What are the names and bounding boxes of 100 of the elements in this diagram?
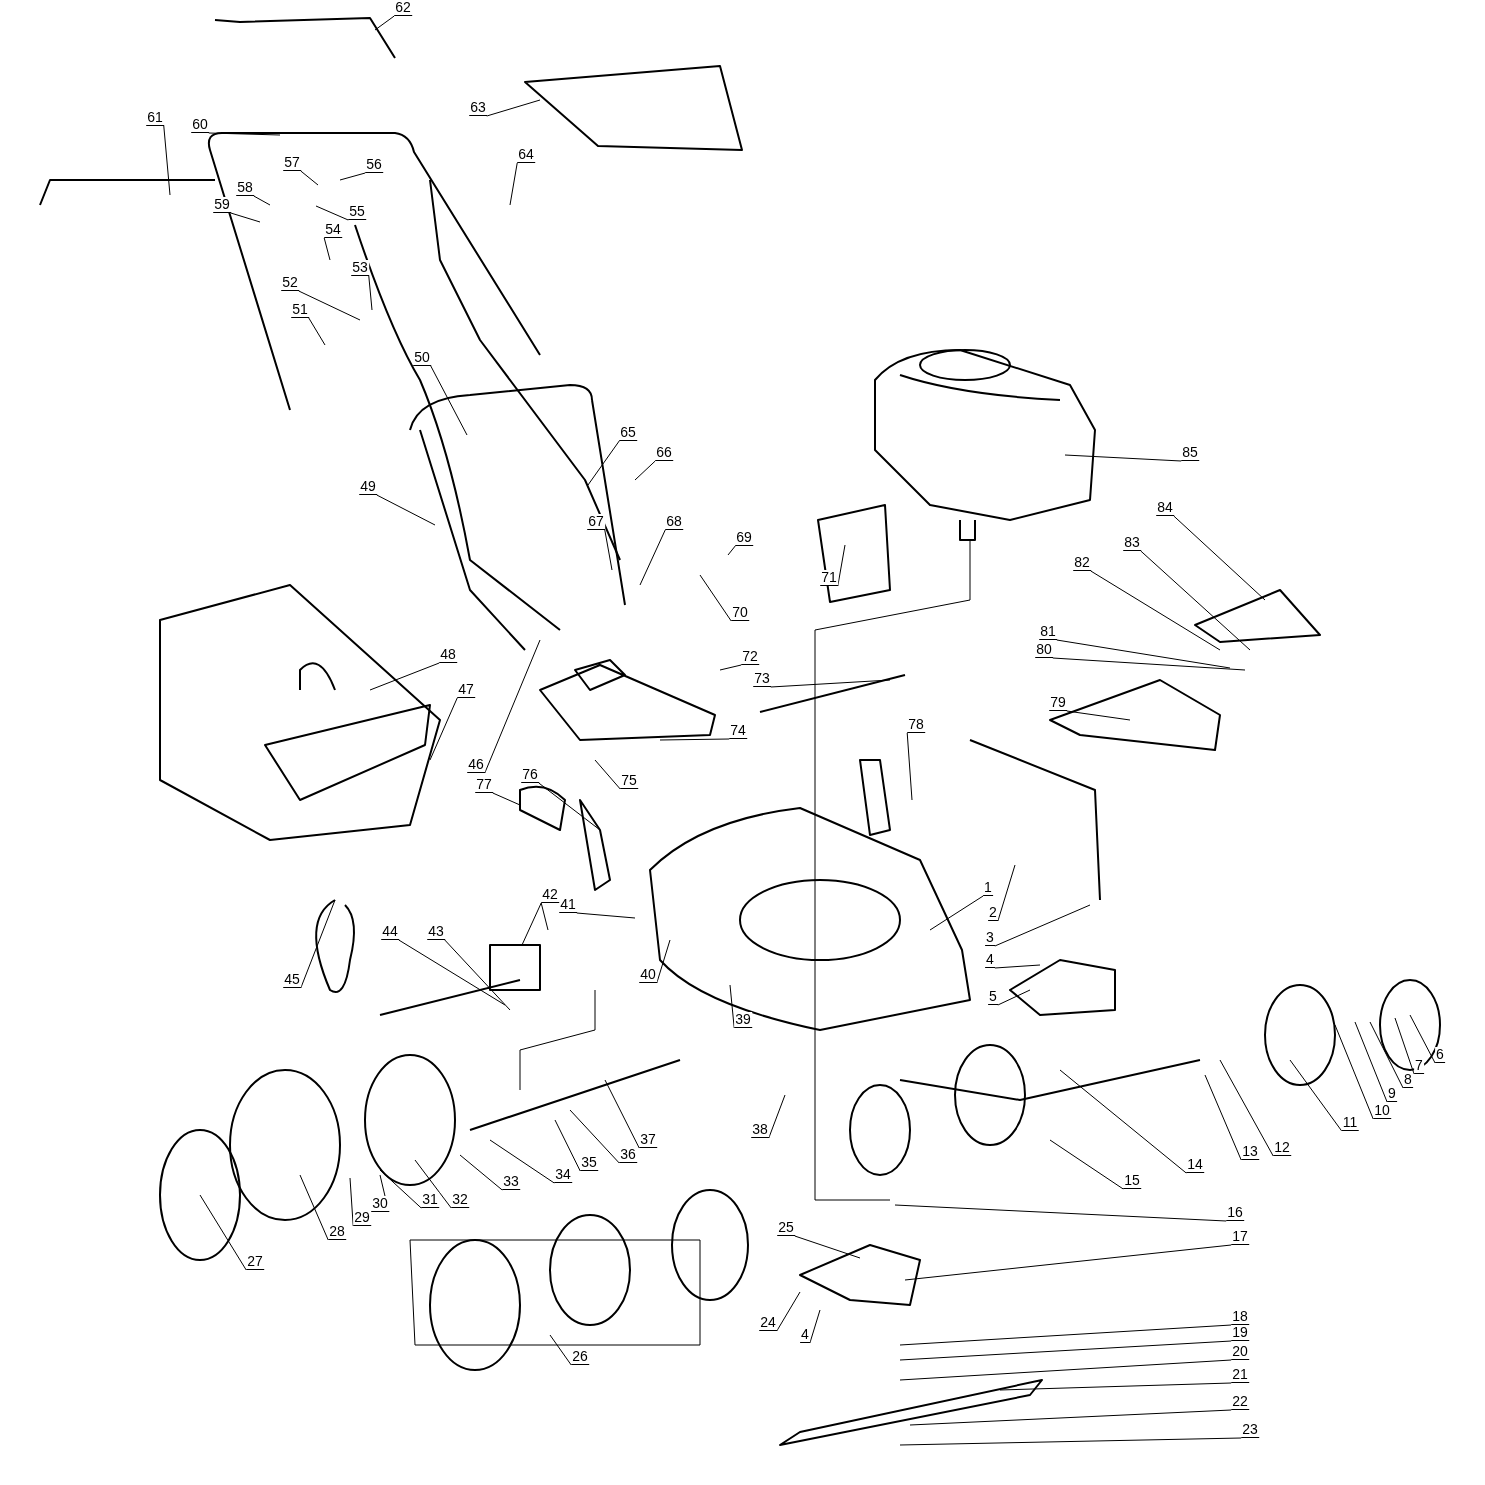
leader-line — [899, 1324, 1232, 1346]
callout-number: 60 — [191, 117, 209, 133]
callout-number: 49 — [359, 479, 377, 495]
callout-number: 36 — [619, 1147, 637, 1163]
leader-line — [230, 212, 261, 223]
callout-number: 48 — [439, 647, 457, 663]
callout-number: 16 — [1226, 1205, 1244, 1221]
leader-line — [569, 1109, 620, 1164]
leader-line — [414, 1159, 452, 1209]
callout-number: 74 — [729, 723, 747, 739]
leader-line — [315, 205, 349, 221]
callout-number: 76 — [521, 767, 539, 783]
callout-number: 83 — [1123, 535, 1141, 551]
leader-line — [729, 984, 735, 1029]
callout-number: 44 — [381, 924, 399, 940]
callout-number: 70 — [731, 605, 749, 621]
leader-line — [1059, 1069, 1187, 1174]
leader-line — [430, 365, 468, 436]
leader-line — [163, 125, 171, 196]
callout-number: 19 — [1231, 1325, 1249, 1341]
leader-line — [997, 989, 1031, 1006]
leader-line — [1066, 710, 1131, 721]
callout-number: 5 — [988, 989, 998, 1005]
leader-line — [929, 895, 984, 931]
leader-line — [1219, 1059, 1274, 1157]
leader-line — [906, 732, 913, 801]
leader-line — [1049, 1139, 1124, 1190]
callout-number: 6 — [1435, 1047, 1445, 1063]
leader-line — [521, 902, 542, 946]
leader-line — [298, 290, 361, 321]
callout-number: 66 — [655, 445, 673, 461]
leader-line — [639, 529, 666, 586]
callout-number: 54 — [324, 222, 342, 238]
callout-number: 20 — [1231, 1344, 1249, 1360]
leader-line — [699, 574, 732, 622]
leader-line — [904, 1244, 1232, 1281]
callout-number: 64 — [517, 147, 535, 163]
leader-line — [899, 1359, 1232, 1381]
callout-number: 33 — [502, 1174, 520, 1190]
callout-number: 2 — [988, 905, 998, 921]
leader-line — [300, 170, 319, 186]
leader-line — [1090, 570, 1221, 651]
callout-number: 47 — [457, 682, 475, 698]
callout-number: 67 — [587, 514, 605, 530]
callout-number: 46 — [467, 757, 485, 773]
callout-number: 24 — [759, 1315, 777, 1331]
leader-line — [299, 1174, 329, 1241]
leader-line — [727, 545, 736, 556]
callout-number: 30 — [371, 1196, 389, 1212]
callout-number: 4 — [985, 952, 995, 968]
leader-line — [199, 1194, 247, 1271]
leader-line — [369, 662, 440, 691]
callout-number: 78 — [907, 717, 925, 733]
callout-number: 34 — [554, 1167, 572, 1183]
leader-line — [492, 792, 521, 806]
leader-line — [1064, 454, 1182, 462]
callout-number: 65 — [619, 425, 637, 441]
leader-line — [587, 440, 620, 486]
callout-number: 1 — [983, 880, 993, 896]
callout-number: 28 — [328, 1224, 346, 1240]
callout-number: 32 — [451, 1192, 469, 1208]
leader-line — [899, 1437, 1242, 1446]
leader-line — [1140, 550, 1251, 651]
callout-number: 7 — [1414, 1058, 1424, 1074]
callout-number: 35 — [580, 1155, 598, 1171]
callout-number: 75 — [620, 773, 638, 789]
callout-number: 4 — [800, 1327, 810, 1343]
callout-number: 17 — [1231, 1229, 1249, 1245]
callout-number: 23 — [1241, 1422, 1259, 1438]
leader-line — [459, 1154, 503, 1191]
leader-line — [994, 964, 1041, 969]
callout-number: 61 — [146, 110, 164, 126]
callout-number: 50 — [413, 350, 431, 366]
leader-line — [323, 237, 331, 261]
leader-line — [379, 1169, 422, 1209]
callout-number: 42 — [541, 887, 559, 903]
leader-line — [1354, 1021, 1388, 1103]
leader-line — [208, 132, 281, 136]
callout-number: 58 — [236, 180, 254, 196]
leader-line — [1052, 657, 1246, 671]
leader-line — [339, 172, 366, 181]
callout-number: 10 — [1373, 1103, 1391, 1119]
leader-line — [554, 1119, 581, 1172]
callout-number: 69 — [735, 530, 753, 546]
callout-number: 77 — [475, 777, 493, 793]
leader-line — [594, 759, 621, 790]
leader-line — [604, 529, 613, 571]
callout-number: 52 — [281, 275, 299, 291]
callout-number: 13 — [1241, 1144, 1259, 1160]
callout-number: 55 — [348, 204, 366, 220]
leader-line — [794, 1235, 861, 1259]
leader-line — [444, 939, 511, 1011]
callout-number: 79 — [1049, 695, 1067, 711]
leader-line — [368, 275, 373, 311]
callout-number: 18 — [1231, 1309, 1249, 1325]
leader-line — [376, 494, 436, 526]
leader-line — [604, 1079, 640, 1149]
callout-number: 8 — [1403, 1072, 1413, 1088]
leader-line — [398, 939, 506, 1006]
leader-line — [770, 679, 891, 688]
